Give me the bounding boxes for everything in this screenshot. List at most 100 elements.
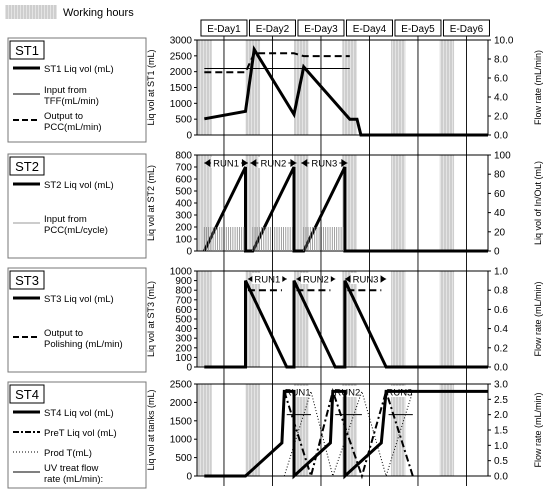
run-label: RUN1 (285, 388, 311, 399)
run-arrowhead (204, 159, 211, 167)
y2-tick-label: 1.5 (494, 426, 508, 437)
y-tick-label: 400 (175, 324, 192, 335)
day-label: E-Day5 (401, 24, 435, 35)
series-line (204, 52, 350, 74)
y2-tick-label: 2.0 (494, 112, 508, 123)
run-arrowhead (290, 159, 297, 167)
run-label-bg (252, 273, 283, 284)
y-tick-label: 600 (175, 175, 192, 186)
y2-tick-label: 1.0 (494, 441, 508, 452)
working-hours-band (245, 271, 261, 367)
y-tick-label: 1000 (170, 99, 193, 110)
panel-st2: 0100200300400500600700800020406080100Liq… (146, 151, 543, 258)
working-hours-swatch (5, 5, 57, 19)
y2-tick-label: 40 (494, 208, 506, 219)
run-label: RUN1 (213, 159, 239, 170)
y-tick-label: 200 (175, 343, 192, 354)
y2-tick-label: 0.4 (494, 324, 508, 335)
y2-tick-label: 0 (494, 247, 500, 258)
run-label: RUN2 (334, 388, 360, 399)
working-hours-band (197, 40, 212, 135)
legend-label: Output to (44, 111, 83, 122)
y-tick-label: 900 (175, 276, 192, 287)
y-tick-label: 0 (186, 363, 192, 374)
y-axis-label: Liq vol at ST3 (mL) (146, 281, 156, 357)
y2-tick-label: 80 (494, 170, 506, 181)
legend-label: UV treat flow (44, 463, 99, 474)
y2-tick-label: 0.6 (494, 305, 508, 316)
run-label-bg (211, 157, 242, 168)
legend-label: rate (mL/min): (44, 474, 103, 485)
run-arrowhead (380, 275, 387, 283)
legend-label: Polishing (mL/min) (44, 339, 123, 350)
y2-tick-label: 10.0 (494, 36, 514, 47)
y-tick-label: 0 (186, 472, 192, 483)
run-label-bg (332, 386, 363, 397)
working-hours-band (294, 40, 309, 135)
y2-tick-label: 4.0 (494, 93, 508, 104)
working-hours-label: Working hours (63, 7, 134, 19)
y2-tick-label: 0.2 (494, 343, 508, 354)
y2-tick-label: 6.0 (494, 74, 508, 85)
y2-tick-label: 2.5 (494, 395, 508, 406)
y-tick-label: 1500 (170, 416, 193, 427)
legend-label: Input from (44, 85, 87, 96)
legend-label: Input from (44, 214, 87, 225)
legend-label: Prod T(mL) (44, 448, 92, 459)
working-hours-band (391, 40, 406, 135)
working-hours-band (391, 155, 406, 251)
series-line (283, 387, 414, 480)
panel-title: ST4 (15, 387, 39, 402)
y-tick-label: 2000 (170, 67, 193, 78)
panel-title-box (9, 40, 45, 60)
y-tick-label: 800 (175, 286, 192, 297)
panel-st1: 0500100015002000250030000.02.04.06.08.01… (146, 36, 543, 142)
y-tick-label: 3000 (170, 36, 193, 47)
working-hours-band (439, 384, 455, 476)
run-label-bg (282, 386, 313, 397)
panel-title-box (9, 156, 45, 176)
y-axis-label: Liq vol at ST1 (mL) (146, 49, 156, 125)
y-tick-label: 100 (175, 353, 192, 364)
y2-tick-label: 0.0 (494, 131, 508, 142)
run-label: RUN1 (254, 275, 280, 286)
y2-tick-label: 1.0 (494, 267, 508, 278)
run-label-bg (350, 273, 381, 284)
panel-title: ST2 (15, 159, 39, 174)
working-hours-band (439, 155, 455, 251)
y-tick-label: 700 (175, 295, 192, 306)
y2-tick-label: 0.5 (494, 456, 508, 467)
legend-label: Output to (44, 328, 83, 339)
working-hours-band (294, 155, 309, 251)
y-tick-label: 2500 (170, 51, 193, 62)
panel-st3: 010020030040050060070080090010000.00.20.… (146, 267, 543, 374)
y2-tick-label: 60 (494, 189, 506, 200)
working-hours-band (439, 40, 455, 135)
run-label: RUN3 (311, 159, 337, 170)
y2-tick-label: 2.0 (494, 410, 508, 421)
working-hours-band (342, 40, 358, 135)
y-tick-label: 500 (175, 315, 192, 326)
y-tick-label: 200 (175, 223, 192, 234)
legend-label: ST4 Liq vol (mL) (44, 408, 114, 419)
legend-label: PreT Liq vol (mL) (44, 428, 117, 439)
working-hours-band (197, 384, 212, 476)
y-tick-label: 1000 (170, 267, 193, 278)
run-arrowhead (341, 159, 348, 167)
y-tick-label: 800 (175, 151, 192, 162)
y-axis-label: Liq vol at ST2 (mL) (146, 165, 156, 241)
y2-axis-label: Liq vol of In/Out (mL) (533, 161, 543, 245)
working-hours-band (197, 155, 212, 251)
y2-tick-label: 0.0 (494, 363, 508, 374)
run-arrowhead (344, 275, 351, 283)
run-label-bg (258, 157, 289, 168)
panel-title: ST3 (15, 273, 39, 288)
y-tick-label: 100 (175, 235, 192, 246)
y-tick-label: 2500 (170, 380, 193, 391)
y2-tick-label: 0.8 (494, 286, 508, 297)
y-tick-label: 300 (175, 211, 192, 222)
working-hours-band (197, 271, 212, 367)
y-tick-label: 500 (175, 187, 192, 198)
working-hours-band (439, 271, 455, 367)
